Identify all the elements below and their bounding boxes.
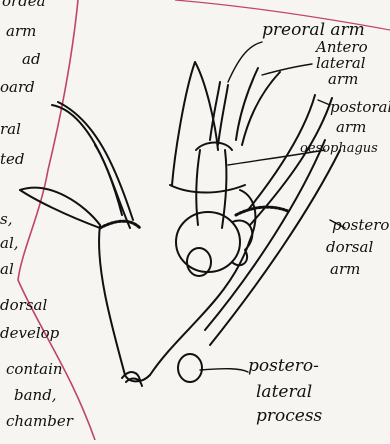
left-lobe <box>20 190 100 228</box>
preoral-arm-right <box>218 85 228 145</box>
label-posterolateral-3: process <box>256 408 322 426</box>
margin-text-3: oard <box>0 80 35 96</box>
label-postoral-2: arm <box>336 120 366 136</box>
margin-text-0: ordea <box>2 0 46 10</box>
label-posterodorsal-3: arm <box>330 262 360 278</box>
margin-text-7: al, <box>0 236 19 252</box>
right-arm-d <box>210 150 340 345</box>
pointer-antero <box>262 64 312 75</box>
oesophagus-band <box>196 143 232 151</box>
label-posterodorsal-1: postero <box>332 218 389 234</box>
margin-text-2: ad <box>22 52 41 68</box>
body-outline-right <box>150 190 255 375</box>
posterolateral-left <box>122 372 142 386</box>
posterolateral-right <box>178 354 202 382</box>
margin-text-4: ral <box>0 122 21 138</box>
top-band <box>170 185 245 193</box>
label-posterolateral-1: postero- <box>248 358 319 376</box>
margin-text-13: chamber <box>6 414 73 430</box>
label-posterodorsal-2: dorsal <box>326 240 373 256</box>
anterolateral-arm-r <box>242 72 280 145</box>
margin-text-12: band, <box>14 388 57 404</box>
body-outline-left <box>20 188 150 382</box>
margin-text-5: ted <box>0 152 25 168</box>
margin-text-8: al <box>0 262 14 278</box>
margin-text-9: dorsal <box>0 298 47 314</box>
label-anterolateral-3: arm <box>328 72 358 88</box>
pointer-postoral <box>318 100 330 105</box>
margin-text-10: develop <box>0 326 59 342</box>
pointer-posterolateral <box>200 369 248 372</box>
label-posterolateral-2: lateral <box>256 384 312 402</box>
right-arm-c <box>205 140 325 330</box>
preoral-lobe <box>172 62 218 185</box>
margin-text-6: s, <box>0 212 12 228</box>
pointer-preoral <box>228 42 262 82</box>
stomach <box>176 212 240 272</box>
label-oesophagus: oesophagus <box>300 142 378 156</box>
margin-text-11: contain <box>6 362 63 378</box>
left-arm-outer <box>52 105 122 215</box>
label-postoral-1: postoral <box>330 100 390 116</box>
left-ciliary-band <box>100 221 140 228</box>
left-arm-inner <box>58 102 133 220</box>
margin-text-1: arm <box>6 24 36 40</box>
